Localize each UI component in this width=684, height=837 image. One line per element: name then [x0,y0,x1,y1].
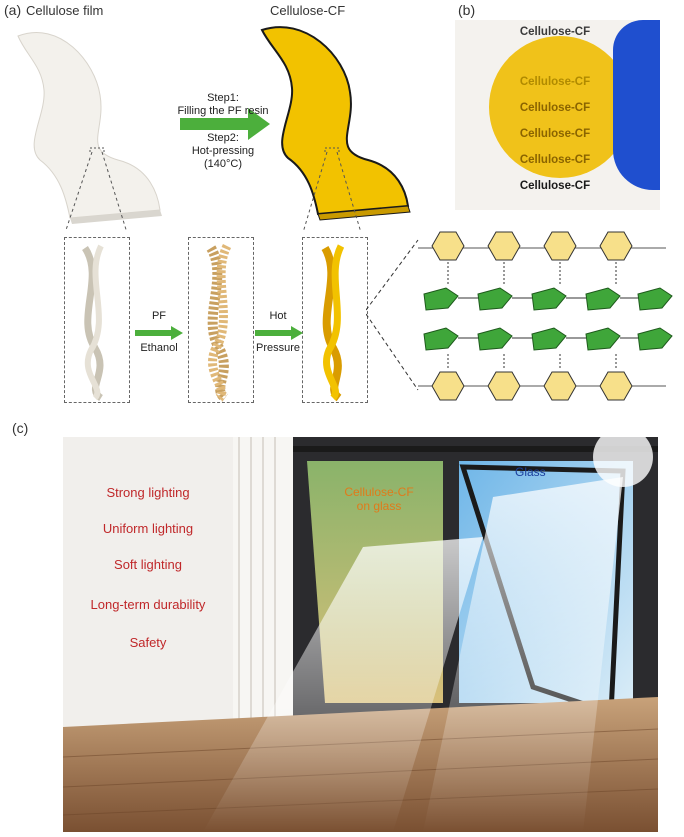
panel-c-label: (c) [12,420,29,436]
pf-label: PF [151,310,167,322]
pf-arrow-icon [135,326,183,340]
white-film-shape [17,32,161,219]
photo-text: Cellulose-CF [519,154,591,166]
pf-ring-icon [599,371,633,401]
pf-ring-icon [543,371,577,401]
cellulose-cf-photo: Cellulose-CF Cellulose-CF Cellulose-CF C… [455,20,660,210]
feature-uniform-lighting: Uniform lighting [102,521,194,536]
pf-coated-fiber-icon [206,243,232,403]
molecular-structure [366,231,673,401]
glucose-ring-icon [423,287,459,311]
ethanol-label: Ethanol [140,342,178,354]
room-illustration [63,437,658,832]
glucose-ring-icon [477,327,513,351]
glucose-ring-icon [585,327,621,351]
hot-pressure-arrow-icon [255,326,303,340]
step1-text: Step1: Filling the PF resin [177,92,269,117]
gloved-hand [613,20,660,190]
feature-long-term-durability: Long-term durability [90,597,206,612]
photo-text: Cellulose-CF [519,180,591,192]
glucose-ring-icon [477,287,513,311]
fiber-box-pf-filled [188,237,254,403]
panel-b-label: (b) [458,2,476,18]
fiber-box-cellulose [64,237,130,403]
cellulose-fiber-icon [81,244,104,401]
hot-label: Hot [269,310,287,322]
yellow-film-shape [260,26,410,216]
pf-ring-icon [599,231,633,261]
feature-safety: Safety [129,635,167,650]
pf-ring-icon [487,371,521,401]
photo-text: Cellulose-CF [519,76,591,88]
photo-text: Cellulose-CF [519,128,591,140]
glass-label: Glass [515,465,546,479]
glucose-ring-icon [531,287,567,311]
glucose-ring-icon [585,287,621,311]
glucose-ring-icon [637,327,673,351]
pressure-label: Pressure [255,342,301,354]
cf-disc [489,36,631,178]
photo-text: Cellulose-CF [519,26,591,38]
film-illustrations [17,26,411,230]
pf-ring-icon [487,231,521,261]
pf-ring-icon [543,231,577,261]
step2-text: Step2: Hot-pressing (140°C) [191,132,255,170]
cellulose-cf-title: Cellulose-CF [270,3,346,18]
panel-a-label: (a) [4,2,22,18]
cf-fiber-icon [321,244,345,402]
glucose-ring-icon [531,327,567,351]
cellulose-film-title: Cellulose film [26,3,104,18]
room-scene: Strong lighting Uniform lighting Soft li… [63,437,658,832]
pf-ring-icon [431,231,465,261]
feature-strong-lighting: Strong lighting [106,485,190,500]
feature-soft-lighting: Soft lighting [114,557,182,572]
glucose-ring-icon [637,287,673,311]
glucose-ring-icon [423,327,459,351]
process-arrow-icon [180,108,270,140]
cf-on-glass-label: Cellulose-CF on glass [344,485,414,513]
pf-ring-icon [431,371,465,401]
photo-text: Cellulose-CF [519,102,591,114]
fiber-box-cf [302,237,368,403]
